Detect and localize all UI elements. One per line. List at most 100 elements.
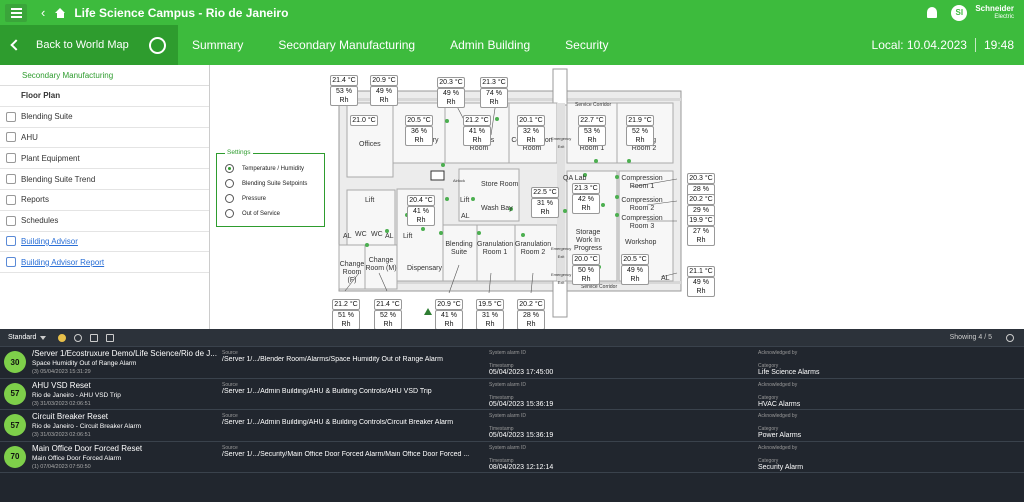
sidebar-item-blending-suite[interactable]: Blending Suite bbox=[0, 107, 209, 128]
reading-temp[interactable]: 20.1 °C bbox=[517, 115, 545, 126]
reading-humidity[interactable]: 28 % Rh bbox=[517, 310, 545, 330]
room-comp2-label[interactable]: Compression Room 2 bbox=[621, 197, 663, 212]
reading-temp[interactable]: 21.4 °C bbox=[374, 299, 402, 310]
reading-humidity[interactable]: 49 % Rh bbox=[437, 88, 465, 108]
settings-option-out-of-service[interactable]: Out of Service bbox=[217, 206, 324, 221]
bell-icon[interactable] bbox=[927, 7, 938, 18]
room-offices-label[interactable]: Offices bbox=[359, 141, 381, 148]
al-label-4: AL bbox=[661, 275, 670, 282]
reading-temp[interactable]: 20.5 °C bbox=[621, 254, 649, 265]
search-icon[interactable] bbox=[1006, 333, 1014, 342]
reading-humidity[interactable]: 53 % Rh bbox=[578, 126, 606, 146]
sidebar-item-ahu[interactable]: AHU bbox=[0, 128, 209, 149]
sidebar-item-building-advisor-report[interactable]: Building Advisor Report bbox=[0, 252, 209, 274]
settings-option-pressure[interactable]: Pressure bbox=[217, 191, 324, 206]
tab-secondary-manufacturing[interactable]: Secondary Manufacturing bbox=[278, 38, 416, 52]
reading-temp[interactable]: 20.3 °C bbox=[437, 77, 465, 88]
reading-humidity[interactable]: 52 % Rh bbox=[374, 310, 402, 330]
room-washbay-label[interactable]: Wash Bay bbox=[481, 205, 513, 212]
reading-temp[interactable]: 21.3 °C bbox=[480, 77, 508, 88]
room-changef-label[interactable]: Change Room (F) bbox=[339, 261, 365, 284]
room-workshop-label[interactable]: Workshop bbox=[625, 239, 657, 246]
room-comp1-label[interactable]: Compression Room 1 bbox=[621, 175, 663, 190]
tab-admin-building[interactable]: Admin Building bbox=[450, 38, 531, 52]
room-qalab-label[interactable]: QA Lab bbox=[563, 175, 587, 182]
room-dispensary-label[interactable]: Dispensary bbox=[407, 265, 443, 272]
reading-humidity[interactable]: 53 % Rh bbox=[330, 86, 358, 106]
sidebar-item-blending-suite-trend[interactable]: Blending Suite Trend bbox=[0, 169, 209, 190]
room-storage-label[interactable]: Storage Work In Progress bbox=[573, 229, 602, 252]
reading-humidity[interactable]: 74 % Rh bbox=[480, 88, 508, 108]
room-gran2-label[interactable]: Granulation Room 2 bbox=[515, 241, 552, 256]
reading-temp[interactable]: 21.2 °C bbox=[332, 299, 360, 310]
monitor-icon bbox=[430, 170, 445, 181]
reading-humidity[interactable]: 42 % Rh bbox=[572, 194, 600, 214]
room-store-label[interactable]: Store Room bbox=[481, 181, 519, 188]
reading-humidity[interactable]: 52 % Rh bbox=[626, 126, 654, 146]
reading-temp[interactable]: 20.0 °C bbox=[572, 254, 600, 265]
reading-humidity[interactable]: 41 % Rh bbox=[435, 310, 463, 330]
menu-icon[interactable] bbox=[5, 3, 27, 22]
disable-icon[interactable] bbox=[74, 333, 83, 342]
tab-security[interactable]: Security bbox=[565, 38, 609, 52]
room-blending-label[interactable]: Blending Suite bbox=[445, 241, 473, 256]
reading-temp[interactable]: 19.5 °C bbox=[476, 299, 504, 310]
reading-temp[interactable]: 20.4 °C bbox=[407, 195, 435, 206]
reading-temp[interactable]: 21.9 °C bbox=[626, 115, 654, 126]
tab-summary[interactable]: Summary bbox=[192, 38, 244, 52]
reading-temp[interactable]: 19.9 °C bbox=[687, 215, 715, 226]
reading-temp[interactable]: 21.1 °C bbox=[687, 266, 715, 277]
reading-temp[interactable]: 20.2 °C bbox=[517, 299, 545, 310]
sidebar-item-floor-plan[interactable]: Floor Plan bbox=[0, 86, 209, 107]
reading-humidity[interactable]: 27 % Rh bbox=[687, 226, 715, 246]
reading-humidity[interactable]: 31 % Rh bbox=[476, 310, 504, 330]
home-icon[interactable] bbox=[55, 7, 66, 18]
settings-option-temperature-humidity[interactable]: Temperature / Humidity bbox=[217, 161, 324, 176]
room-changem-label[interactable]: Change Room (M) bbox=[365, 257, 397, 272]
back-arrow-icon[interactable]: ‹ bbox=[41, 5, 46, 20]
sidebar-item-building-advisor[interactable]: Building Advisor bbox=[0, 232, 209, 253]
chevron-down-icon[interactable] bbox=[40, 335, 47, 340]
reading-temp[interactable]: 21.3 °C bbox=[572, 183, 600, 194]
reading-humidity[interactable]: 41 % Rh bbox=[407, 206, 435, 226]
reading-temp[interactable]: 20.9 °C bbox=[435, 299, 463, 310]
settings-option-blending-setpoints[interactable]: Blending Suite Setpoints bbox=[217, 176, 324, 191]
room-comp3-label[interactable]: Compression Room 3 bbox=[621, 215, 663, 230]
alarm-subtitle: Main Office Door Forced Alarm bbox=[32, 454, 122, 462]
reading-humidity[interactable]: 41 % Rh bbox=[463, 126, 491, 146]
reading-humidity[interactable]: 32 % Rh bbox=[517, 126, 545, 146]
priority-badge: 57 bbox=[4, 414, 26, 436]
reading-temp[interactable]: 21.4 °C bbox=[330, 75, 358, 86]
alarm-row[interactable]: 57 Circuit Breaker Reset Rio de Janeiro … bbox=[0, 410, 1024, 442]
columns-icon[interactable] bbox=[106, 333, 115, 342]
reading-temp[interactable]: 20.2 °C bbox=[687, 194, 715, 205]
reading-humidity[interactable]: 49 % Rh bbox=[370, 86, 398, 106]
alarm-row[interactable]: 30 /Server 1/Ecostruxure Demo/Life Scien… bbox=[0, 347, 1024, 379]
reading-humidity[interactable]: 36 % Rh bbox=[405, 126, 433, 146]
sidebar-item-plant-equipment[interactable]: Plant Equipment bbox=[0, 148, 209, 170]
reading-humidity[interactable]: 49 % Rh bbox=[687, 277, 715, 297]
alarm-row[interactable]: 57 AHU VSD Reset Rio de Janeiro - AHU VS… bbox=[0, 379, 1024, 410]
avatar[interactable]: SI bbox=[951, 4, 968, 21]
reading-temp[interactable]: 21.2 °C bbox=[463, 115, 491, 126]
sidebar-heading[interactable]: Secondary Manufacturing bbox=[0, 65, 209, 86]
room-gran1-label[interactable]: Granulation Room 1 bbox=[477, 241, 514, 256]
acknowledge-icon[interactable] bbox=[58, 333, 67, 342]
reading-temp[interactable]: 22.5 °C bbox=[531, 187, 559, 198]
reading-humidity[interactable]: 51 % Rh bbox=[332, 310, 360, 330]
sidebar-item-schedules[interactable]: Schedules bbox=[0, 211, 209, 232]
alarm-row[interactable]: 70 Main Office Door Forced Reset Main Of… bbox=[0, 442, 1024, 473]
reading-temp[interactable]: 21.0 °C bbox=[350, 115, 378, 126]
sidebar-item-reports[interactable]: Reports bbox=[0, 190, 209, 211]
filter-icon[interactable] bbox=[90, 333, 99, 342]
reading-temp[interactable]: 22.7 °C bbox=[578, 115, 606, 126]
view-select[interactable]: Standard bbox=[8, 334, 37, 341]
reading-temp[interactable]: 20.9 °C bbox=[370, 75, 398, 86]
reading-temp[interactable]: 20.3 °C bbox=[687, 173, 715, 184]
reading-humidity[interactable]: 49 % Rh bbox=[621, 265, 649, 285]
reading-temp[interactable]: 20.5 °C bbox=[405, 115, 433, 126]
alarm-subtitle: Space Humidity Out of Range Alarm bbox=[32, 360, 137, 367]
reading-humidity[interactable]: 31 % Rh bbox=[531, 198, 559, 218]
back-to-world-map-button[interactable]: Back to World Map bbox=[0, 25, 178, 65]
reading-humidity[interactable]: 50 % Rh bbox=[572, 265, 600, 285]
